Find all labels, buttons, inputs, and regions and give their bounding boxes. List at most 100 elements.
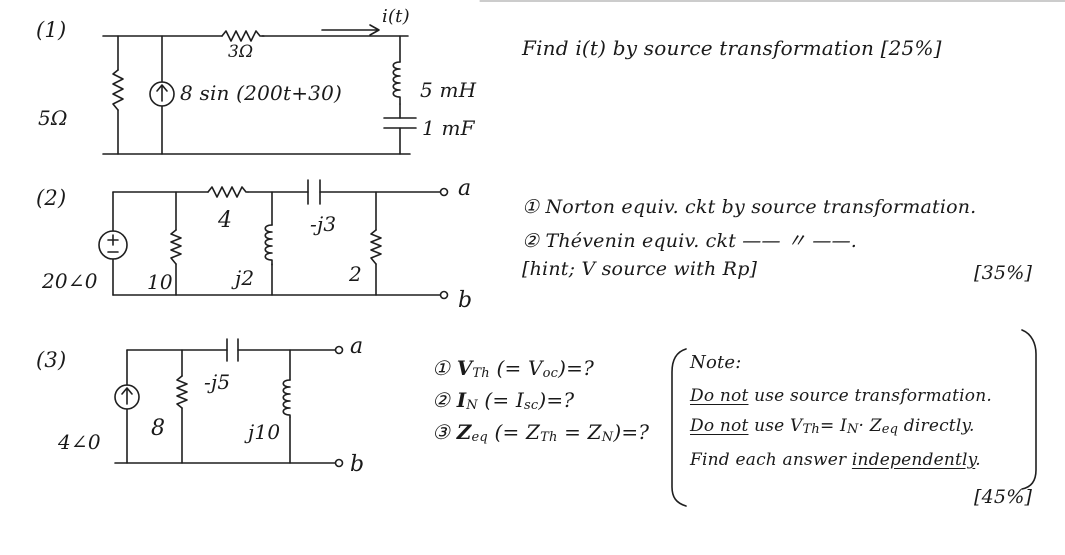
note-2-mid: = I xyxy=(819,416,847,436)
q1-end: )=? xyxy=(558,356,595,380)
note-line-3: Find each answer independently. xyxy=(690,450,981,470)
problem-2-r4-label: 4 xyxy=(218,208,233,233)
circuit-1-capacitor-1mF xyxy=(383,117,417,129)
note-1-donot: Do not xyxy=(690,386,749,406)
q3-main: Z xyxy=(456,420,472,444)
problem-1-number: (1) xyxy=(36,18,67,42)
q3-sub: eq xyxy=(471,430,488,445)
note-line-1: Do not use source transformation. xyxy=(690,386,992,406)
problem-3-terminal-b-label: b xyxy=(350,452,365,477)
circuit-2-terminal-a xyxy=(439,187,449,197)
circuit-3-source-arrow xyxy=(121,387,133,405)
problem-2-r2-label: 2 xyxy=(349,262,362,286)
note-line-2: Do not use VTh= IN· Zeq directly. xyxy=(690,416,975,437)
q2-rest: (= I xyxy=(484,388,525,412)
note-3-end: . xyxy=(975,450,981,470)
note-2-donot: Do not xyxy=(690,416,749,436)
problem-2-task-2: ② Thévenin equiv. ckt —— 〃 ——. xyxy=(522,230,858,252)
problem-2-terminal-b-label: b xyxy=(458,288,473,313)
q2-mark: ② xyxy=(432,388,451,412)
problem-3-source-label: 4∠0 xyxy=(58,430,101,454)
circuit-2-inductor-j2 xyxy=(264,224,273,266)
circuit-3-terminal-a xyxy=(334,345,344,355)
circuit-3 xyxy=(114,338,344,468)
problem-3-question-3: ③ Zeq (= ZTh = ZN)=? xyxy=(432,420,649,445)
problem-3-question-1: ① VTh (= Voc)=? xyxy=(432,356,594,381)
note-1-rest: use source transformation. xyxy=(754,386,992,406)
q1-sub: Th xyxy=(472,366,490,381)
problem-2-j3-label: -j3 xyxy=(310,212,337,236)
q3-mark: ③ xyxy=(432,420,451,444)
circuit-1-resistor-5ohm xyxy=(112,69,124,111)
problem-1-current-label: i(t) xyxy=(382,6,410,27)
problem-3-weight: [45%] xyxy=(974,486,1033,508)
problem-3-terminal-a-label: a xyxy=(350,334,364,359)
problem-3-question-2: ② IN (= Isc)=? xyxy=(432,388,574,413)
circuit-2-resistor-4 xyxy=(207,186,249,198)
circuit-2-resistor-10 xyxy=(170,229,182,265)
problem-2-r10-label: 10 xyxy=(147,270,173,294)
circuit-2-resistor-2 xyxy=(370,229,382,265)
q3-mid: = Z xyxy=(564,420,602,444)
note-3-a: Find each answer xyxy=(690,450,847,470)
q2-main: I xyxy=(456,388,467,412)
circuit-1 xyxy=(102,24,417,155)
q3-sub2: Th xyxy=(540,430,558,445)
problem-3-number: (3) xyxy=(36,348,67,372)
note-2-sub3: eq xyxy=(881,422,899,437)
q1-sub2: oc xyxy=(542,366,559,381)
problem-1-capacitor-label: 1 mF xyxy=(422,116,475,140)
problem-2-task-1: ① Norton equiv. ckt by source transforma… xyxy=(522,196,977,218)
note-bracket-right xyxy=(1021,329,1037,490)
circuit-1-source-arrow xyxy=(156,84,168,102)
circuit-3-resistor-8 xyxy=(176,375,188,409)
q3-end: )=? xyxy=(613,420,650,444)
q1-rest: (= V xyxy=(496,356,543,380)
problem-2-terminal-a-label: a xyxy=(458,176,472,201)
problem-1-task-text: Find i(t) by source transformation xyxy=(522,36,875,60)
circuit-2-source-polarity xyxy=(107,234,119,253)
q2-sub: N xyxy=(466,398,478,413)
note-title: Note: xyxy=(690,352,742,373)
note-bracket-left xyxy=(671,348,687,507)
note-2-end: directly. xyxy=(903,416,975,436)
note-2-sub2: N xyxy=(846,422,859,437)
circuit-3-terminal-b xyxy=(334,458,344,468)
problem-1-r-top-label: 3Ω xyxy=(228,42,254,62)
problem-2-hint: [hint; V source with Rp] xyxy=(522,258,758,280)
note-2-sub: Th xyxy=(802,422,820,437)
circuit-1-current-arrow xyxy=(321,24,380,36)
q1-main: V xyxy=(456,356,473,380)
circuit-2 xyxy=(98,179,449,300)
problem-2-source-label: 20∠0 xyxy=(42,269,98,293)
q1-mark: ① xyxy=(432,356,451,380)
note-2-rest: use V xyxy=(754,416,803,436)
problem-1-inductor-label: 5 mH xyxy=(420,78,477,102)
problem-1-source-label: 8 sin (200t+30) xyxy=(180,81,343,105)
problem-3-r8-label: 8 xyxy=(151,416,166,441)
circuit-1-current-source xyxy=(149,81,175,107)
problem-2-j2-label: j2 xyxy=(235,266,255,290)
circuit-1-inductor-5mH xyxy=(392,61,401,105)
problem-2-number: (2) xyxy=(36,186,67,210)
problem-3-j5-label: -j5 xyxy=(204,370,231,394)
circuit-2-terminal-b xyxy=(439,290,449,300)
circuit-3-current-source xyxy=(114,384,140,410)
q2-end: )=? xyxy=(538,388,575,412)
problem-1-weight: [25%] xyxy=(880,36,942,60)
problem-1-r-left-label: 5Ω xyxy=(38,106,68,130)
circuit-3-inductor-j10 xyxy=(282,379,291,418)
note-2-mid2: · Z xyxy=(858,416,882,436)
circuit-2-voltage-source xyxy=(98,230,128,260)
circuit-1-resistor-3ohm xyxy=(221,30,265,42)
q3-sub3: N xyxy=(601,430,614,445)
note-3-independently: independently xyxy=(851,450,976,470)
circuit-3-capacitor-j5 xyxy=(226,338,239,362)
problem-3-j10-label: j10 xyxy=(248,420,281,444)
problem-1-task: Find i(t) by source transformation [25%] xyxy=(522,36,942,60)
circuit-2-capacitor-j3 xyxy=(307,179,321,205)
q3-rest: (= Z xyxy=(494,420,541,444)
problem-2-weight: [35%] xyxy=(974,262,1033,284)
